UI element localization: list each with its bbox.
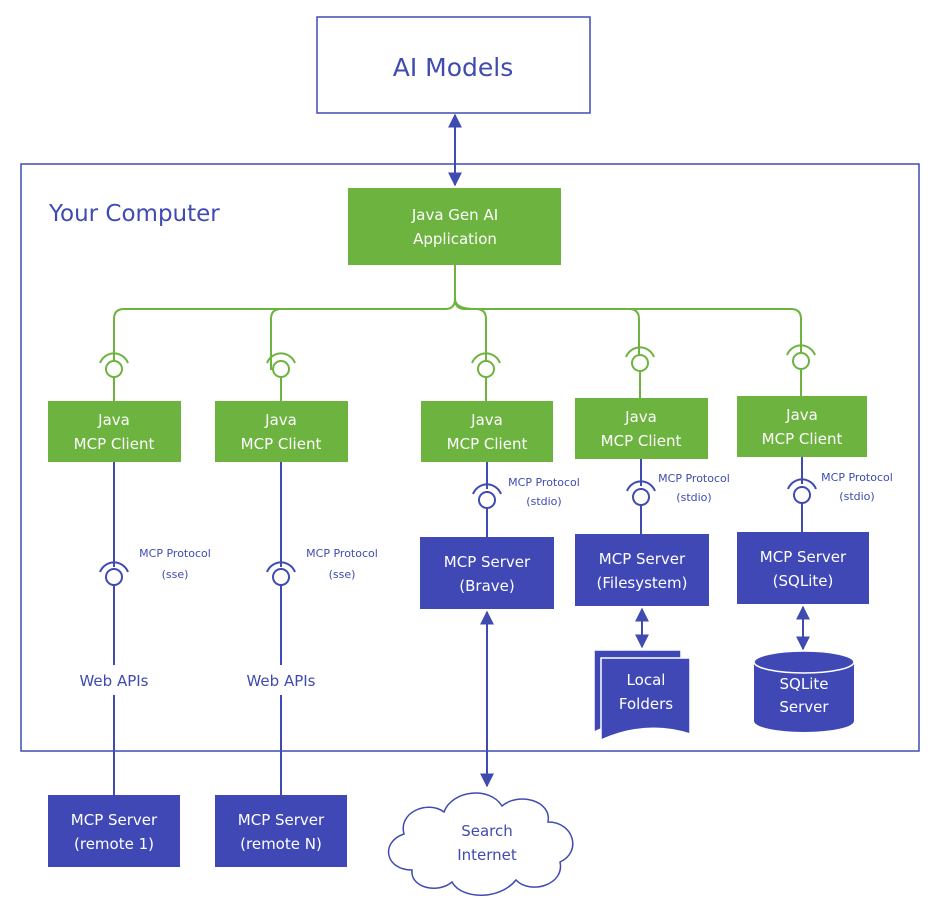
client-socket-icon bbox=[471, 352, 501, 378]
svg-text:(stdio): (stdio) bbox=[676, 491, 711, 504]
svg-text:(stdio): (stdio) bbox=[839, 490, 874, 503]
java-gen-ai-app-box: Java Gen AI Application bbox=[348, 188, 561, 265]
svg-text:(remote N): (remote N) bbox=[240, 835, 322, 853]
local-folders-label-line1: Local bbox=[627, 671, 666, 689]
search-internet-label-line2: Internet bbox=[457, 846, 517, 864]
protocol-socket-icon bbox=[478, 491, 496, 509]
client-label-line2: MCP Client bbox=[241, 435, 322, 453]
svg-text:(sse): (sse) bbox=[162, 568, 189, 581]
svg-text:MCP Server: MCP Server bbox=[71, 811, 158, 829]
mcp-server-sqlite-box: MCP Server (SQLite) bbox=[737, 532, 869, 604]
java-mcp-client-box: Java MCP Client bbox=[215, 401, 348, 462]
client-label-line1: Java bbox=[264, 411, 297, 429]
svg-text:MCP Protocol: MCP Protocol bbox=[658, 472, 730, 485]
svg-text:MCP Server: MCP Server bbox=[599, 550, 686, 568]
sqlite-server-label-line2: Server bbox=[779, 698, 829, 716]
client-sockets bbox=[99, 344, 816, 378]
mcp-server-filesystem-box: MCP Server (Filesystem) bbox=[575, 534, 709, 606]
client-socket-icon bbox=[625, 346, 655, 372]
mcp-server-remote-n-box: MCP Server (remote N) bbox=[215, 795, 347, 867]
java-mcp-client-box: Java MCP Client bbox=[48, 401, 181, 462]
protocol-label: MCP Protocol (stdio) bbox=[658, 472, 730, 504]
svg-text:(Brave): (Brave) bbox=[459, 577, 514, 595]
java-mcp-client-box: Java MCP Client bbox=[575, 398, 708, 459]
svg-text:MCP Server: MCP Server bbox=[760, 548, 847, 566]
your-computer-label: Your Computer bbox=[48, 201, 220, 227]
web-apis-label: Web APIs bbox=[79, 672, 148, 690]
client-socket-icon bbox=[786, 344, 816, 370]
client-label-line2: MCP Client bbox=[601, 432, 682, 450]
protocol-label: MCP Protocol (sse) bbox=[306, 547, 378, 581]
svg-text:MCP Protocol: MCP Protocol bbox=[508, 476, 580, 489]
svg-text:MCP Protocol: MCP Protocol bbox=[139, 547, 211, 560]
your-computer-container: Your Computer bbox=[20, 163, 920, 752]
svg-text:MCP Protocol: MCP Protocol bbox=[821, 471, 893, 484]
protocol-socket-icon bbox=[105, 568, 123, 586]
client-label-line1: Java bbox=[470, 411, 503, 429]
client-socket-icon bbox=[99, 352, 129, 378]
client-label-line1: Java bbox=[97, 411, 130, 429]
client-label-line2: MCP Client bbox=[74, 435, 155, 453]
java-mcp-client-box: Java MCP Client bbox=[421, 401, 553, 462]
local-folders-icon: Local Folders bbox=[593, 649, 691, 742]
client-label-line2: MCP Client bbox=[447, 435, 528, 453]
svg-text:(Filesystem): (Filesystem) bbox=[596, 574, 687, 592]
svg-text:MCP Server: MCP Server bbox=[238, 811, 325, 829]
mcp-server-brave-box: MCP Server (Brave) bbox=[420, 537, 554, 609]
client-label-line1: Java bbox=[624, 408, 657, 426]
svg-text:(remote 1): (remote 1) bbox=[74, 835, 154, 853]
svg-text:MCP Server: MCP Server bbox=[444, 553, 531, 571]
svg-text:(sse): (sse) bbox=[329, 568, 356, 581]
app-client-connectors bbox=[113, 265, 802, 401]
app-label-line2: Application bbox=[413, 230, 497, 248]
ai-models-label: AI Models bbox=[393, 53, 514, 82]
svg-text:(stdio): (stdio) bbox=[526, 495, 561, 508]
protocol-connectors bbox=[99, 457, 817, 795]
protocol-socket-icon bbox=[793, 486, 811, 504]
mcp-server-remote-1-box: MCP Server (remote 1) bbox=[48, 795, 180, 867]
sqlite-server-database-icon: SQLite Server bbox=[753, 650, 855, 732]
protocol-socket-icon bbox=[632, 488, 650, 506]
client-label-line2: MCP Client bbox=[762, 430, 843, 448]
protocol-label: MCP Protocol (sse) bbox=[139, 547, 211, 581]
client-label-line1: Java bbox=[785, 406, 818, 424]
protocol-label: MCP Protocol (stdio) bbox=[821, 471, 893, 503]
protocol-label: MCP Protocol (stdio) bbox=[508, 476, 580, 508]
app-label-line1: Java Gen AI bbox=[411, 206, 498, 224]
local-folders-label-line2: Folders bbox=[619, 695, 673, 713]
ai-models-box: AI Models bbox=[316, 16, 591, 114]
protocol-socket-icon bbox=[272, 568, 290, 586]
svg-text:(SQLite): (SQLite) bbox=[773, 572, 834, 590]
client-socket-icon bbox=[266, 352, 296, 378]
search-internet-label-line1: Search bbox=[461, 822, 513, 840]
sqlite-server-label-line1: SQLite bbox=[780, 675, 829, 693]
internet-cloud-icon: Search Internet bbox=[387, 792, 574, 896]
web-apis-label: Web APIs bbox=[246, 672, 315, 690]
java-mcp-client-box: Java MCP Client bbox=[737, 396, 867, 457]
svg-text:MCP Protocol: MCP Protocol bbox=[306, 547, 378, 560]
